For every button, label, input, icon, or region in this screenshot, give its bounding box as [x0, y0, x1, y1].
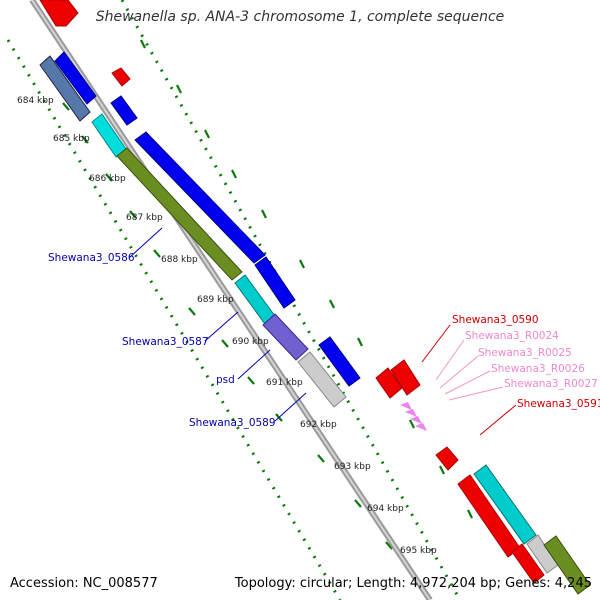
gene-arrow[interactable] — [54, 51, 97, 105]
tick-label: 689 kbp — [197, 295, 234, 305]
gene-labels-left: Shewana3_0586 Shewana3_0587 psd Shewana3… — [48, 252, 276, 429]
rna-arrow[interactable] — [415, 423, 427, 431]
tick-label: 693 kbp — [334, 462, 371, 472]
gene-arrow[interactable] — [318, 336, 361, 387]
gene-arrow[interactable] — [39, 0, 79, 27]
gene-arrow[interactable] — [110, 95, 138, 126]
gene-arrow[interactable] — [543, 535, 591, 595]
gene-arrow[interactable] — [262, 313, 309, 361]
gene-arrow[interactable] — [134, 131, 266, 264]
topology-summary: Topology: circular; Length: 4,972,204 bp… — [234, 576, 592, 591]
right-leader-lines — [421, 324, 517, 436]
right-gene-cluster — [375, 359, 591, 595]
left-leader-lines — [129, 227, 307, 422]
gene-arrow[interactable] — [435, 446, 459, 471]
tick-label: 690 kbp — [232, 337, 269, 347]
gene-arrow[interactable] — [39, 55, 91, 122]
gene-label[interactable]: Shewana3_0590 — [452, 314, 539, 326]
tick-label: 685 kbp — [53, 134, 90, 144]
gene-label[interactable]: Shewana3_R0027 — [504, 378, 598, 390]
accession-text: Accession: NC_008577 — [10, 576, 158, 591]
tick-label: 684 kbp — [17, 96, 54, 106]
tick-label: 686 kbp — [89, 174, 126, 184]
rna-arrow[interactable] — [405, 409, 417, 417]
rna-arrow[interactable] — [400, 402, 412, 410]
gene-label[interactable]: Shewana3_R0026 — [491, 363, 585, 375]
gene-label[interactable]: Shewana3_0586 — [48, 252, 135, 264]
tick-label: 691 kbp — [266, 378, 303, 388]
tick-label: 687 kbp — [126, 213, 163, 223]
gene-arrow[interactable] — [297, 351, 347, 408]
tick-label: 695 kbp — [400, 546, 437, 556]
gene-arrow[interactable] — [111, 67, 131, 87]
kbp-labels: 684 kbp 685 kbp 686 kbp 687 kbp 688 kbp … — [17, 96, 437, 556]
outer-dotted-track — [6, 39, 342, 600]
backbone-inner — [31, 0, 431, 600]
outer-gene-lane — [39, 51, 347, 408]
gene-labels-right: Shewana3_0590 Shewana3_R0024 Shewana3_R0… — [452, 314, 600, 410]
gene-label[interactable]: psd — [216, 374, 235, 386]
gene-arrow[interactable] — [116, 147, 243, 281]
tick-label: 688 kbp — [161, 255, 198, 265]
tick-label: 692 kbp — [300, 420, 337, 430]
gene-label[interactable]: Shewana3_0591 — [517, 398, 600, 410]
tick-label: 694 kbp — [367, 504, 404, 514]
gene-label[interactable]: Shewana3_R0024 — [465, 330, 559, 342]
gene-label[interactable]: Shewana3_0589 — [189, 417, 276, 429]
gene-arrow[interactable] — [254, 256, 296, 309]
gene-arrow[interactable] — [511, 543, 545, 584]
inner-gene-lane — [110, 67, 361, 387]
gene-arrow[interactable] — [473, 464, 537, 545]
gene-arrow[interactable] — [390, 359, 421, 396]
rna-arrow[interactable] — [410, 416, 422, 424]
map-title: Shewanella sp. ANA-3 chromosome 1, compl… — [95, 9, 505, 25]
gene-label[interactable]: Shewana3_R0025 — [478, 347, 572, 359]
gene-label[interactable]: Shewana3_0587 — [122, 336, 209, 348]
